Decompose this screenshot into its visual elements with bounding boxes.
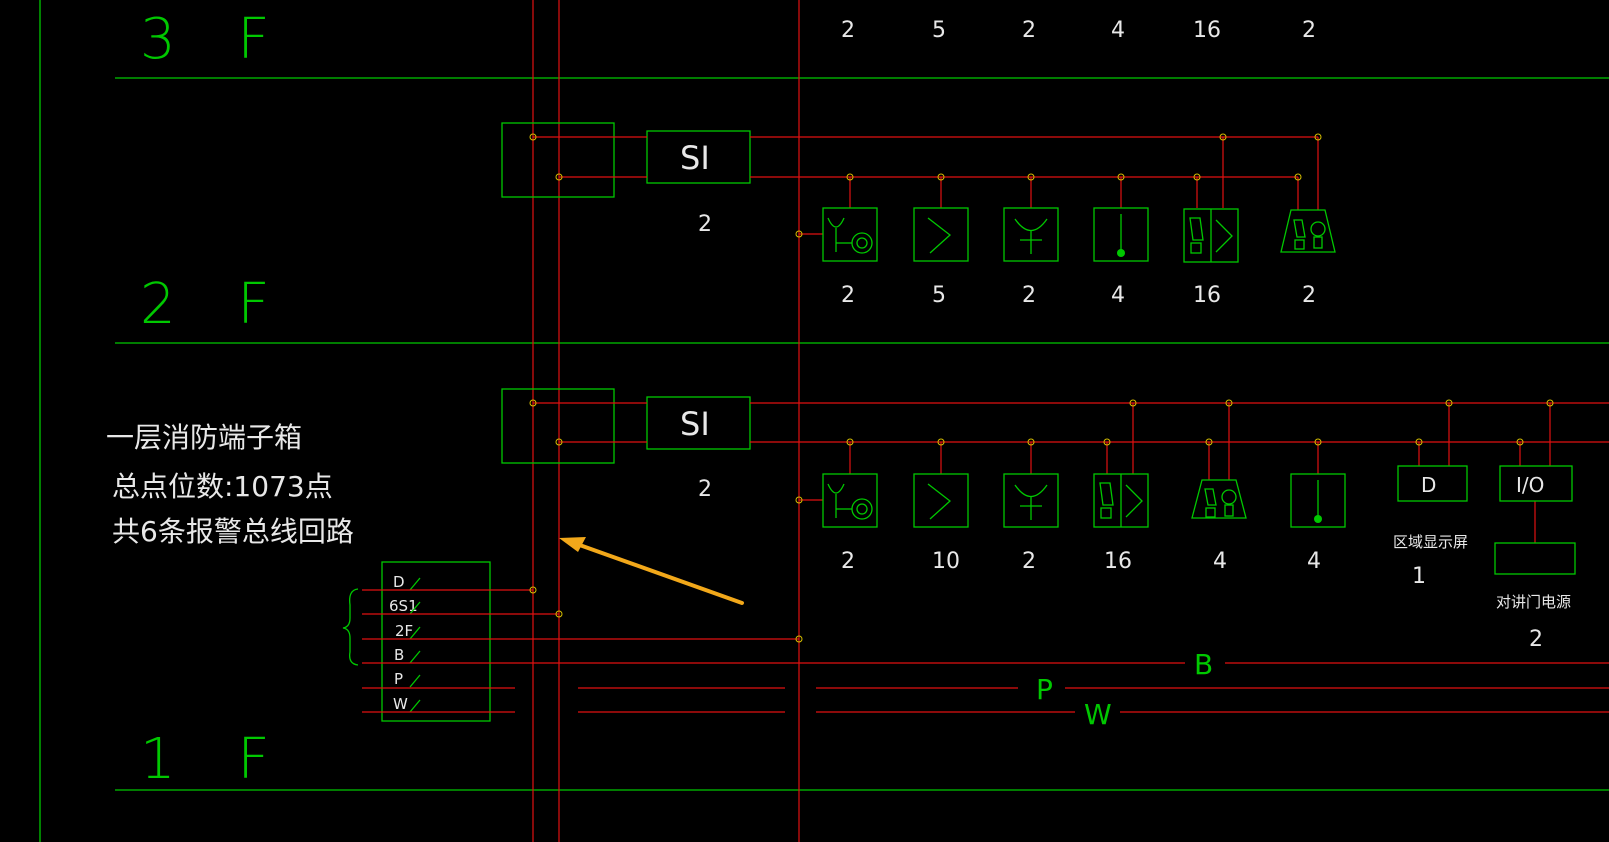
floor2-si-label: SI <box>680 139 710 177</box>
bus-p-label: P <box>1036 673 1053 706</box>
floor3-count-3: 2 <box>1022 18 1036 43</box>
floor2-count-3: 2 <box>1022 283 1036 308</box>
floor1-module-count: 2 <box>698 477 712 502</box>
floor1-si-label: SI <box>680 405 710 443</box>
f2-sounder-strobe-icon[interactable] <box>1280 209 1336 253</box>
terminal-label-w: W <box>393 695 408 713</box>
floor3-count-4: 4 <box>1111 18 1125 43</box>
floor2-count-1: 2 <box>841 283 855 308</box>
note-line-2: 总点位数:1073点 <box>112 470 333 503</box>
f1-display-name: 区域显示屏 <box>1393 533 1468 551</box>
f2-heat-detector-icon[interactable] <box>913 207 969 262</box>
floor2-si-module[interactable] <box>646 130 751 184</box>
f2-smoke-detector-icon[interactable] <box>822 207 878 262</box>
terminal-label-d: D <box>393 573 405 591</box>
floor2-count-6: 2 <box>1302 283 1316 308</box>
floor1-count-2: 10 <box>932 549 960 574</box>
f1-display-count: 1 <box>1412 564 1426 589</box>
f2-manual-alarm-icon[interactable] <box>1003 207 1059 262</box>
bus-b-label: B <box>1194 648 1213 681</box>
floor3-count-6: 2 <box>1302 18 1316 43</box>
f1-display-box-label: D <box>1421 473 1436 497</box>
floor2-module-count: 2 <box>698 212 712 237</box>
f1-sounder-strobe-icon[interactable] <box>1191 479 1247 519</box>
f1-manual-alarm-icon[interactable] <box>1003 473 1059 528</box>
f1-module-detector-icon[interactable] <box>1093 473 1149 528</box>
note-line-3: 共6条报警总线回路 <box>112 515 354 548</box>
floor2-count-5: 16 <box>1193 283 1221 308</box>
f1-display-box[interactable] <box>1397 465 1468 502</box>
floor1-counts: 2 10 2 16 4 4 <box>841 549 1321 574</box>
f2-hydrant-button-icon[interactable] <box>1093 207 1149 262</box>
f1-intercom-count: 2 <box>1529 627 1543 652</box>
floor2-counts: 2 5 2 4 16 2 <box>841 283 1316 308</box>
terminal-slashes <box>409 577 421 713</box>
floor2-count-4: 4 <box>1111 283 1125 308</box>
terminal-brace <box>342 588 359 666</box>
f1-io-box-label: I/O <box>1516 473 1544 497</box>
f1-nodes <box>529 399 1554 504</box>
floor1-count-1: 2 <box>841 549 855 574</box>
terminal-label-p: P <box>394 670 403 688</box>
terminal-label-6s1: 6S1 <box>389 597 418 615</box>
f1-intercom-power-box[interactable] <box>1494 542 1576 575</box>
floor3-count-2: 5 <box>932 18 946 43</box>
f2-nodes <box>529 133 1322 238</box>
floor1-count-3: 2 <box>1022 549 1036 574</box>
floor2-junction-box[interactable] <box>501 122 615 198</box>
f1-heat-detector-icon[interactable] <box>913 473 969 528</box>
floor-label-3f: 3 F <box>140 7 292 72</box>
note-line-1: 一层消防端子箱 <box>106 421 302 454</box>
floor2-count-2: 5 <box>932 283 946 308</box>
f1-smoke-detector-icon[interactable] <box>822 473 878 528</box>
floor-label-2f: 2 F <box>140 272 292 337</box>
floor1-count-4: 16 <box>1104 549 1132 574</box>
floor3-count-5: 16 <box>1193 18 1221 43</box>
terminal-labels: D 6S1 2F B P W <box>389 573 418 713</box>
f1-hydrant-button-icon[interactable] <box>1290 473 1346 528</box>
terminal-box[interactable] <box>381 561 491 722</box>
floor3-count-1: 2 <box>841 18 855 43</box>
floor1-junction-box[interactable] <box>501 388 615 464</box>
f1-intercom-name: 对讲门电源 <box>1496 593 1571 611</box>
floor-label-1f: 1 F <box>140 727 292 792</box>
floor1-count-6: 4 <box>1307 549 1321 574</box>
terminal-label-2f: 2F <box>395 622 413 640</box>
floor1-count-5: 4 <box>1213 549 1227 574</box>
floor1-si-module[interactable] <box>646 396 751 450</box>
annotation-arrow <box>559 537 744 605</box>
f2-module-detector-icon[interactable] <box>1183 208 1239 263</box>
terminal-label-b: B <box>394 646 404 664</box>
bus-w-label: W <box>1084 698 1112 731</box>
f1-io-box[interactable] <box>1499 465 1573 502</box>
floor3-counts: 2 5 2 4 16 2 <box>841 18 1316 43</box>
